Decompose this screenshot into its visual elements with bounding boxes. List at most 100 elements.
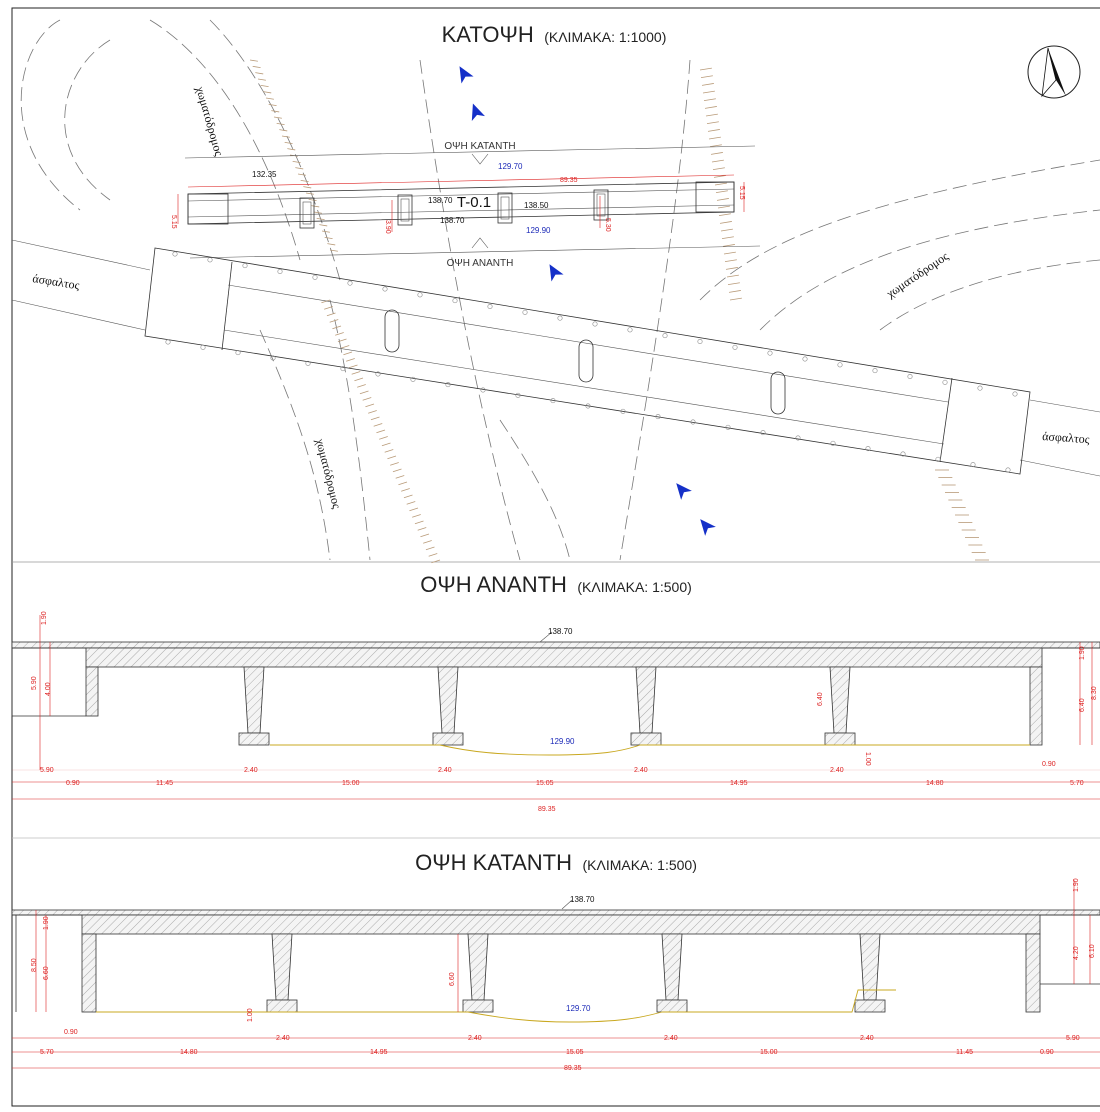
rail-post xyxy=(942,379,948,385)
rail-post xyxy=(235,350,241,356)
embankment-tick xyxy=(279,129,288,132)
embankment-tick xyxy=(281,135,290,138)
rail-post xyxy=(592,321,598,327)
upstream-elevation: ΟΨΗ ΑΝΑΝΤΗ (ΚΛΙΜΑΚΑ: 1:500) 138.70 129.9… xyxy=(11,572,1100,813)
embankment-tick xyxy=(714,182,727,186)
plan-view: ΚΑΤΟΨΗ (ΚΛΙΜΑΚΑ: 1:1000) xyxy=(11,19,1100,564)
road-label-asphalt-right: άσφαλτος xyxy=(1042,429,1090,446)
rail-post xyxy=(795,435,801,441)
downstream-row2-5: 11.45 xyxy=(956,1049,973,1056)
plan-pier-new-core xyxy=(500,196,510,220)
downstream-pier xyxy=(661,933,683,1001)
plan-pier-new xyxy=(497,192,513,224)
embankment-tick xyxy=(412,514,421,518)
embankment-tick xyxy=(428,553,438,557)
level-deck-mid: 138.70 xyxy=(428,196,453,205)
level-deck-right: 138.50 xyxy=(524,201,549,210)
rail-post xyxy=(277,268,283,274)
embankment-tick xyxy=(705,113,718,117)
rail-post xyxy=(1012,391,1018,397)
dim-plan-width-right: 5.15 xyxy=(738,186,745,200)
rail-post xyxy=(312,274,318,280)
downstream-elevation: ΟΨΗ ΚΑΤΑΝΤΗ (ΚΛΙΜΑΚΑ: 1:500) 138.70 129.… xyxy=(11,850,1100,1072)
plan-pier-existing xyxy=(770,371,786,415)
upstream-pier-footing xyxy=(238,732,270,746)
rail-post xyxy=(417,292,423,298)
upstream-row1-p3: 2.40 xyxy=(634,767,648,774)
embankment-tick xyxy=(324,306,333,310)
level-river-top: 129.70 xyxy=(498,162,523,171)
plan-pier-new xyxy=(397,194,413,226)
upstream-road-slab xyxy=(11,641,1100,649)
rail-post xyxy=(732,344,738,350)
upstream-row2-0: 0.90 xyxy=(66,780,80,787)
upstream-dim-left-wall: 4.00 xyxy=(45,682,52,696)
upstream-row2-5: 14.80 xyxy=(926,780,944,787)
upstream-row1-p1: 2.40 xyxy=(244,767,258,774)
embankment-tick xyxy=(365,403,375,408)
embankment-tick xyxy=(300,179,309,182)
embankment-tick xyxy=(401,488,410,492)
rail-post xyxy=(270,355,276,361)
upstream-dim-left-total: 5.90 xyxy=(31,676,38,690)
rail-post xyxy=(627,327,633,333)
rail-post xyxy=(655,414,661,420)
upstream-pier-footing xyxy=(630,732,662,746)
new-bridge-deck xyxy=(184,145,761,259)
upstream-dim-right-total: 8.30 xyxy=(1091,686,1098,700)
road-label-asphalt-left: άσφαλτος xyxy=(32,271,81,292)
rail-post xyxy=(487,303,493,309)
rail-post xyxy=(550,398,556,404)
embankment-tick xyxy=(340,345,350,349)
embankment-tick xyxy=(712,167,725,171)
upstream-row1-p2: 2.40 xyxy=(438,767,452,774)
embankment-tick xyxy=(260,84,269,87)
plan-pier-new-core xyxy=(302,201,312,225)
rail-post xyxy=(907,373,913,379)
downstream-road-slab xyxy=(11,909,1100,916)
embankment-tick xyxy=(722,244,735,247)
view-label-upstream: ΟΨΗ ΑΝΑΝΤΗ xyxy=(447,258,514,269)
embankment-tick xyxy=(359,390,369,395)
embankment-tick xyxy=(729,297,742,301)
embankment-tick xyxy=(354,377,364,382)
upstream-abutment-right xyxy=(1029,666,1043,746)
downstream-abutment-right xyxy=(1025,933,1041,1013)
embankment-tick xyxy=(327,243,336,246)
rail-post xyxy=(872,368,878,374)
embankment-tick xyxy=(368,410,377,414)
rail-post xyxy=(900,451,906,457)
embankment-tick xyxy=(708,136,721,140)
plan-pier-new xyxy=(593,189,609,221)
downstream-dim-right-deck: 1.90 xyxy=(1073,878,1080,892)
north-arrow-icon xyxy=(1027,45,1081,99)
rail-post xyxy=(452,298,458,304)
level-deck-mid-below: 138.70 xyxy=(440,216,465,225)
embankment-tick xyxy=(406,501,416,505)
plan-title: ΚΑΤΟΨΗ (ΚΛΙΜΑΚΑ: 1:1000) xyxy=(442,22,667,47)
rail-post xyxy=(1005,467,1011,473)
bridge-code: T-0.1 xyxy=(457,194,491,211)
embankment-tick xyxy=(370,416,380,421)
embankment-ticks xyxy=(249,59,989,564)
downstream-row2-0: 5.70 xyxy=(40,1049,54,1056)
embankment-tick xyxy=(395,475,405,479)
downstream-pier-footing xyxy=(266,999,298,1013)
embankment-tick xyxy=(376,429,386,434)
dirt-road-bottom xyxy=(259,299,371,561)
downstream-row1-p3: 2.40 xyxy=(664,1035,678,1042)
embankment-tick xyxy=(716,198,729,201)
downstream-row2-6: 0.90 xyxy=(1040,1049,1054,1056)
rail-post xyxy=(305,360,311,366)
embankment-tick xyxy=(403,494,413,499)
plan-pier-new-core xyxy=(596,193,606,217)
upstream-row2-2: 15.00 xyxy=(342,780,360,787)
upstream-row1-p4: 2.40 xyxy=(830,767,844,774)
dim-plan-pier-b: 5.30 xyxy=(604,218,611,232)
embankment-tick xyxy=(379,436,388,440)
embankment-tick xyxy=(398,481,408,486)
rail-post xyxy=(585,403,591,409)
embankment-tick xyxy=(273,116,282,119)
embankment-tick xyxy=(701,83,714,86)
rail-post xyxy=(767,350,773,356)
